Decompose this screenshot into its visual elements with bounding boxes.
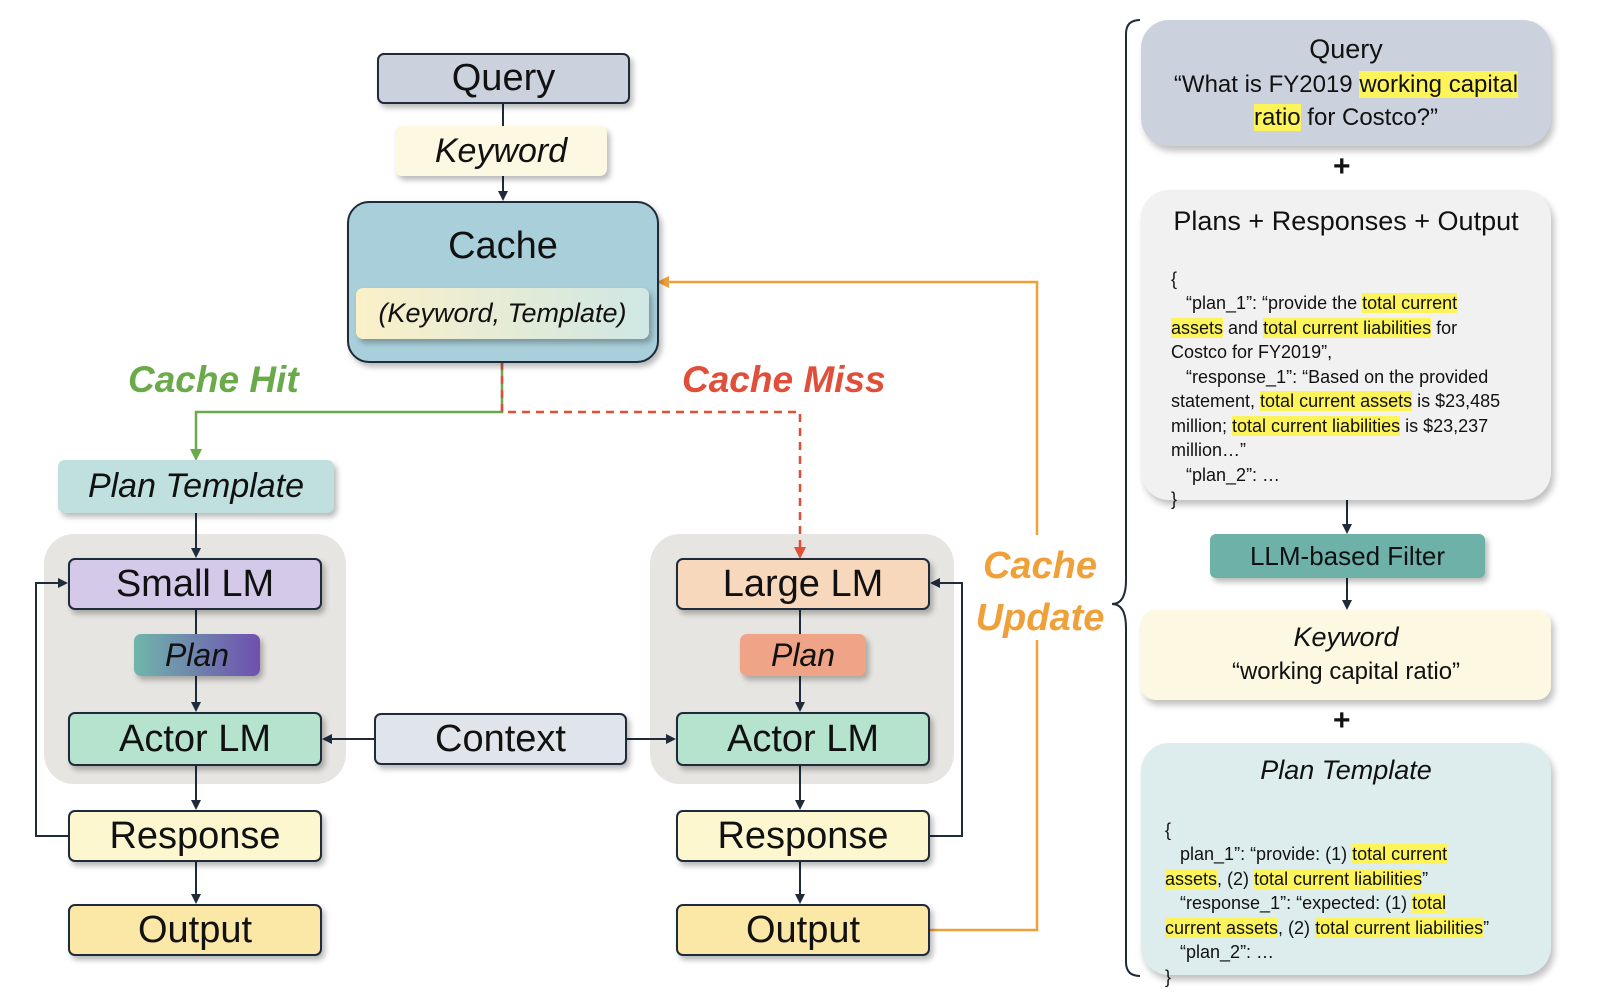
loop-right	[930, 578, 963, 837]
cache-label: Cache	[448, 225, 558, 267]
code-highlight: assets	[1171, 317, 1224, 338]
code-highlight: total current liabilities	[1315, 917, 1484, 938]
plan-node-left: Plan	[134, 634, 260, 676]
code-highlight: total current liabilities	[1232, 415, 1401, 436]
code-highlight: total current liabilities	[1263, 317, 1432, 338]
loop-left	[35, 578, 68, 837]
cache-miss-path	[500, 362, 806, 559]
cache-hit-label: Cache Hit	[128, 359, 299, 400]
response-node-left: Response	[68, 810, 322, 862]
code-line: statement,	[1171, 391, 1261, 411]
code-line: ”	[1422, 868, 1429, 889]
actor-lm-node-right: Actor LM	[676, 712, 930, 766]
code-line: Costco for FY2019”,	[1171, 342, 1333, 362]
code-line: “response_1”: “Based on the provided	[1171, 366, 1489, 387]
code-line: “plan_2”: …	[1171, 464, 1281, 485]
cache-update-path-lower	[930, 640, 1039, 932]
keyword-panel-text: “working capital ratio”	[1231, 658, 1461, 685]
code-line: }	[1171, 489, 1178, 509]
cache-miss-label: Cache Miss	[682, 359, 886, 400]
cache-entry: (Keyword, Template)	[356, 288, 649, 339]
large-lm-node: Large LM	[676, 558, 930, 610]
query-text-highlight: ratio	[1253, 104, 1301, 131]
actor-lm-node-left: Actor LM	[68, 712, 322, 766]
code-line: {	[1165, 819, 1172, 840]
query-node: Query	[377, 53, 630, 104]
plans-title: Plans + Responses + Output	[1173, 206, 1519, 236]
query-text-highlight: working capital	[1359, 71, 1519, 98]
output-node-right: Output	[676, 904, 930, 956]
cache-hit-path	[190, 362, 504, 461]
code-highlight: total	[1412, 893, 1447, 913]
plan-template-title: Plan Template	[1260, 755, 1432, 785]
code-line: million;	[1171, 415, 1233, 436]
query-text-part: “What is FY2019	[1173, 71, 1360, 98]
plan-template-code: { plan_1”: “provide: (1) total current a…	[1165, 793, 1545, 989]
code-line: million…”	[1171, 440, 1247, 460]
output-node-left: Output	[68, 904, 322, 956]
code-line: }	[1165, 966, 1172, 987]
plan-template-panel: Plan Template { plan_1”: “provide: (1) t…	[1141, 743, 1551, 987]
code-line: ”	[1483, 917, 1490, 938]
code-highlight: total current assets	[1260, 391, 1413, 411]
plan-template-node: Plan Template	[58, 460, 334, 513]
llm-filter-node: LLM-based Filter	[1210, 534, 1485, 578]
code-line: “response_1”: “expected: (1)	[1165, 893, 1413, 913]
brace	[1111, 19, 1141, 977]
example-query-panel: Query “What is FY2019 working capital ra…	[1141, 20, 1551, 146]
cache-update-path-upper	[657, 276, 1039, 535]
code-line: is $23,237	[1400, 415, 1489, 436]
code-line: “plan_2”: …	[1165, 942, 1275, 962]
keyword-node: Keyword	[395, 126, 607, 176]
small-lm-node: Small LM	[68, 558, 322, 610]
cache-update-line2: Update	[975, 597, 1105, 639]
keyword-panel: Keyword “working capital ratio”	[1141, 610, 1551, 700]
plus-sign-1: +	[1333, 150, 1351, 183]
cache-update-line1: Cache	[982, 545, 1098, 587]
plans-panel: Plans + Responses + Output { “plan_1”: “…	[1141, 190, 1551, 509]
query-text-part: for Costco?”	[1300, 104, 1439, 131]
plan-node-right: Plan	[740, 634, 866, 676]
code-line: for	[1431, 317, 1458, 338]
plus-sign-2: +	[1333, 704, 1351, 737]
code-highlight: total current	[1362, 293, 1458, 313]
code-line: is $23,485	[1412, 391, 1501, 411]
code-line: , (2)	[1278, 917, 1316, 938]
keyword-panel-title: Keyword	[1293, 622, 1399, 652]
code-highlight: current assets	[1165, 917, 1279, 938]
code-highlight: total current liabilities	[1254, 868, 1423, 889]
code-line: plan_1”: “provide: (1)	[1165, 844, 1353, 864]
code-highlight: assets	[1165, 868, 1218, 889]
code-line: “plan_1”: “provide the	[1171, 293, 1363, 313]
code-line: and	[1223, 317, 1264, 338]
plans-code: { “plan_1”: “provide the total current a…	[1171, 242, 1541, 512]
code-line: {	[1171, 268, 1178, 289]
cache-update-label: Cache Update	[975, 540, 1105, 644]
context-node: Context	[374, 713, 627, 765]
example-query-title: Query	[1309, 34, 1383, 64]
response-node-right: Response	[676, 810, 930, 862]
example-query-text: “What is FY2019 working capital ratio fo…	[1161, 68, 1531, 134]
code-line: , (2)	[1217, 868, 1255, 889]
code-highlight: total current	[1352, 844, 1448, 864]
